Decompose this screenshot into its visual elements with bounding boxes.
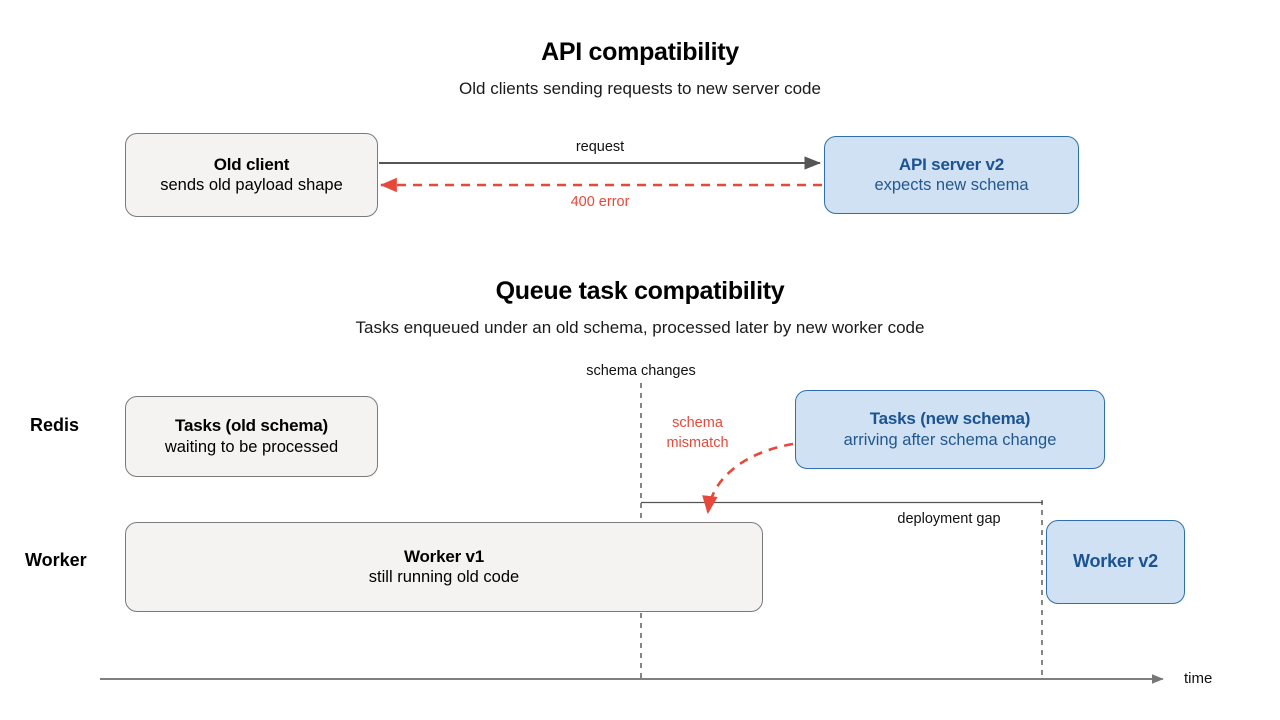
edge-label-request: request — [575, 139, 625, 155]
node-worker-v2-title: Worker v2 — [1073, 551, 1158, 572]
node-api-server-v2-subtitle: expects new schema — [874, 176, 1029, 195]
annotation-deployment-gap: deployment gap — [897, 511, 1001, 527]
annotation-schema-changes: schema changes — [586, 363, 696, 379]
time-axis-label: time — [1184, 670, 1213, 687]
schema-mismatch-arrow — [702, 442, 794, 515]
api-section-subtitle: Old clients sending requests to new serv… — [459, 79, 821, 98]
node-worker-v1-subtitle: still running old code — [368, 568, 520, 587]
node-tasks-new-schema-subtitle: arriving after schema change — [843, 430, 1057, 449]
node-tasks-old-schema-title: Tasks (old schema) — [175, 416, 328, 436]
annotation-schema-mismatch-line1: schema — [672, 415, 723, 431]
edge-label-400-error: 400 error — [570, 194, 630, 210]
node-tasks-old-schema-subtitle: waiting to be processed — [164, 437, 339, 456]
node-old-client[interactable]: Old client sends old payload shape — [125, 133, 378, 217]
node-old-client-subtitle: sends old payload shape — [160, 176, 343, 195]
annotation-schema-mismatch-line2: mismatch — [666, 434, 729, 451]
node-tasks-old-schema[interactable]: Tasks (old schema) waiting to be process… — [125, 396, 378, 477]
node-tasks-new-schema-title: Tasks (new schema) — [869, 409, 1031, 429]
node-worker-v2[interactable]: Worker v2 — [1046, 520, 1185, 604]
api-section-title: API compatibility — [541, 38, 739, 66]
queue-section-subtitle: Tasks enqueued under an old schema, proc… — [355, 318, 925, 337]
node-old-client-title: Old client — [213, 154, 290, 174]
row-label-worker: Worker — [25, 550, 87, 570]
node-worker-v1[interactable]: Worker v1 still running old code — [125, 522, 763, 612]
queue-section-title: Queue task compatibility — [495, 277, 785, 305]
row-label-redis: Redis — [30, 415, 80, 435]
node-api-server-v2[interactable]: API server v2 expects new schema — [824, 136, 1079, 214]
node-worker-v1-title: Worker v1 — [403, 546, 485, 566]
annotation-schema-mismatch: schema mismatch — [645, 414, 750, 453]
node-api-server-v2-title: API server v2 — [898, 154, 1005, 174]
node-tasks-new-schema[interactable]: Tasks (new schema) arriving after schema… — [795, 390, 1105, 469]
